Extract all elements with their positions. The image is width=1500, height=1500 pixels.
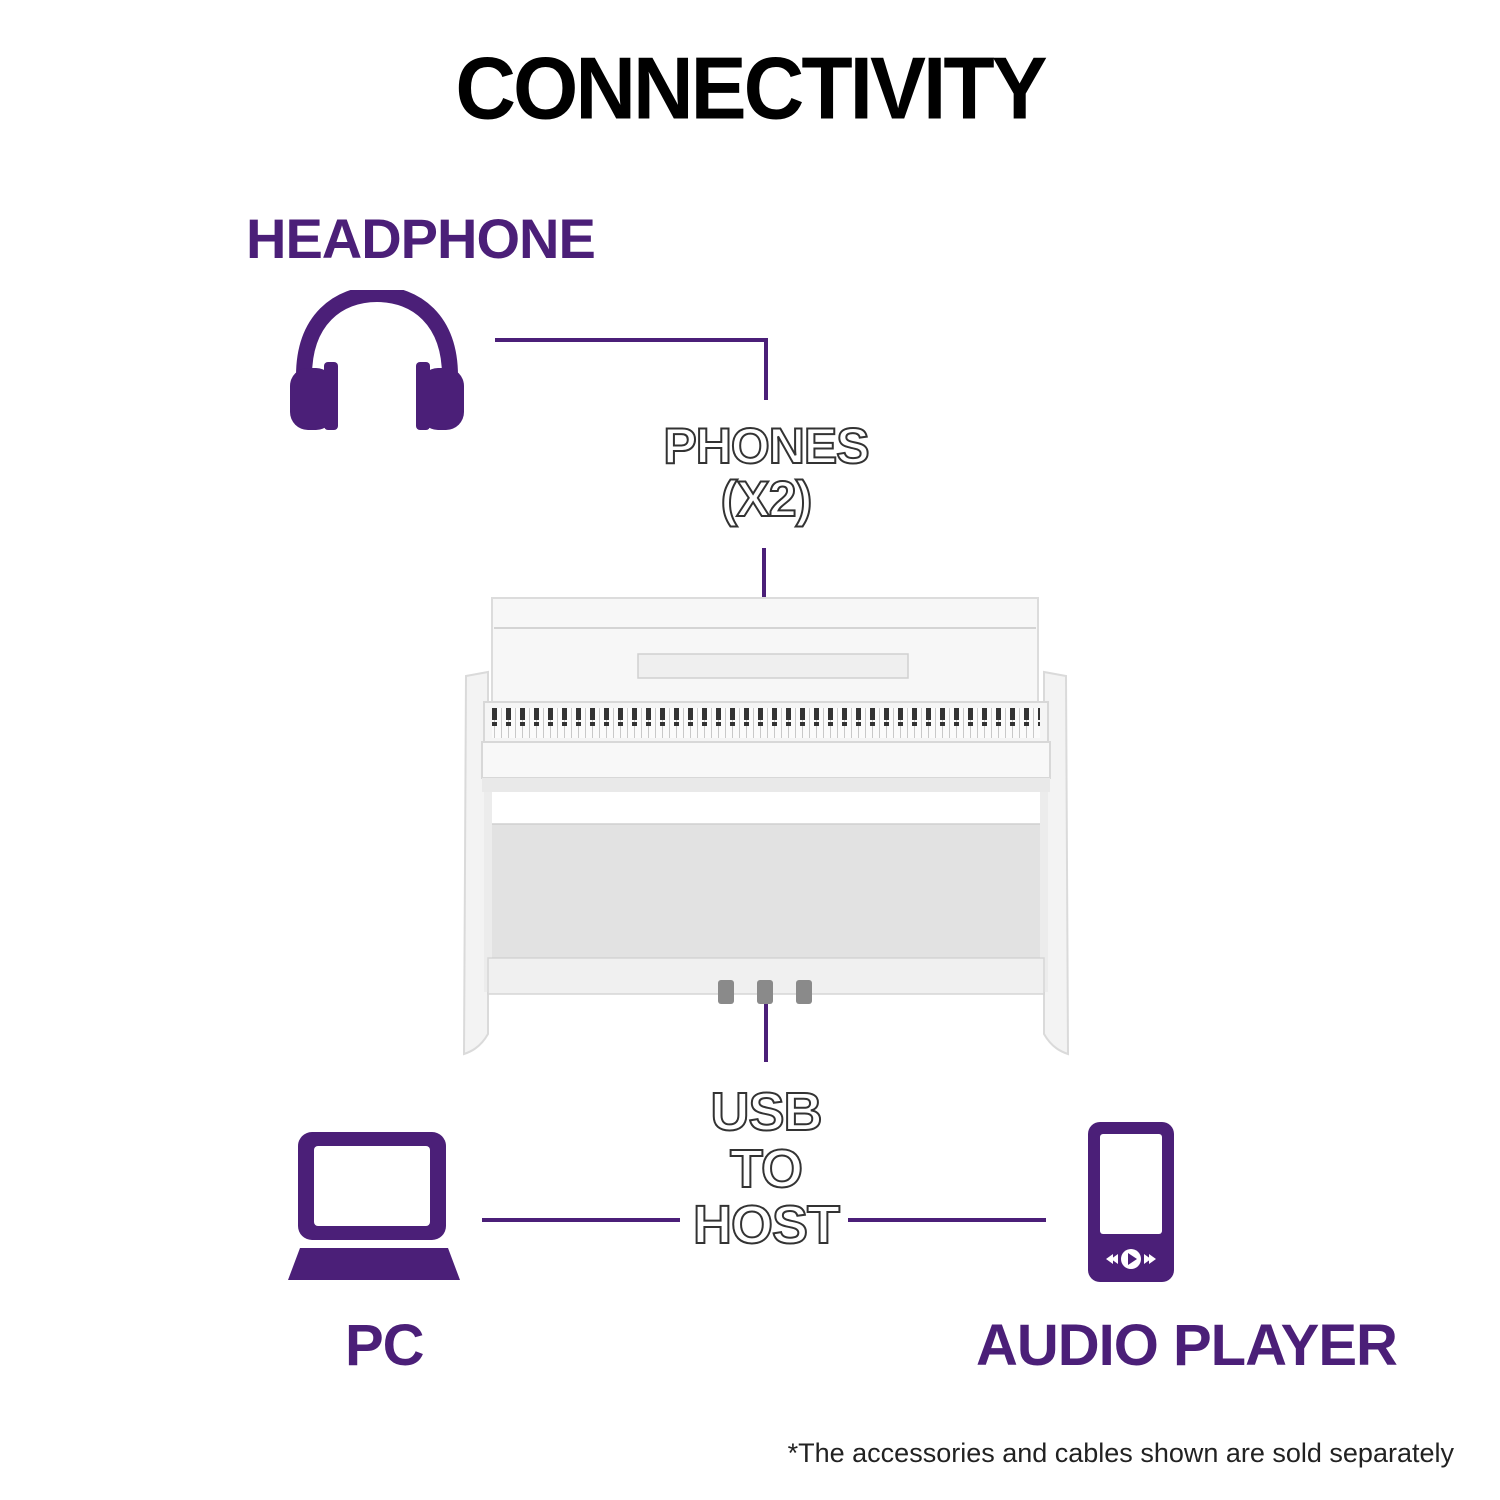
audio-player-cable bbox=[848, 1218, 1046, 1222]
digital-piano-image bbox=[462, 597, 1070, 1056]
audio-player-label: AUDIO PLAYER bbox=[976, 1313, 1398, 1378]
phones-port-line1: PHONES bbox=[662, 418, 870, 474]
headphone-label: HEADPHONE bbox=[246, 207, 596, 270]
usb-port-line1: USB bbox=[709, 1082, 823, 1142]
phones-port-label: PHONES (X2) bbox=[640, 418, 892, 527]
audio-player-icon bbox=[1088, 1122, 1174, 1282]
laptop-icon bbox=[288, 1132, 460, 1280]
usb-port-line3: HOST bbox=[692, 1195, 841, 1256]
headphone-cable-horizontal bbox=[495, 338, 767, 342]
pc-label: PC bbox=[345, 1313, 425, 1378]
phones-cable bbox=[762, 548, 766, 600]
pc-cable bbox=[482, 1218, 680, 1222]
usb-cable-vertical bbox=[764, 1004, 768, 1062]
footnote: *The accessories and cables shown are so… bbox=[787, 1438, 1454, 1468]
headphone-cable-vertical bbox=[764, 338, 768, 400]
usb-port-line2: TO bbox=[729, 1138, 804, 1199]
phones-port-line2: (X2) bbox=[720, 470, 813, 527]
headphone-icon bbox=[290, 290, 464, 430]
page-title: CONNECTIVITY bbox=[455, 38, 1047, 138]
usb-port-label: USB TO HOST bbox=[666, 1082, 866, 1256]
